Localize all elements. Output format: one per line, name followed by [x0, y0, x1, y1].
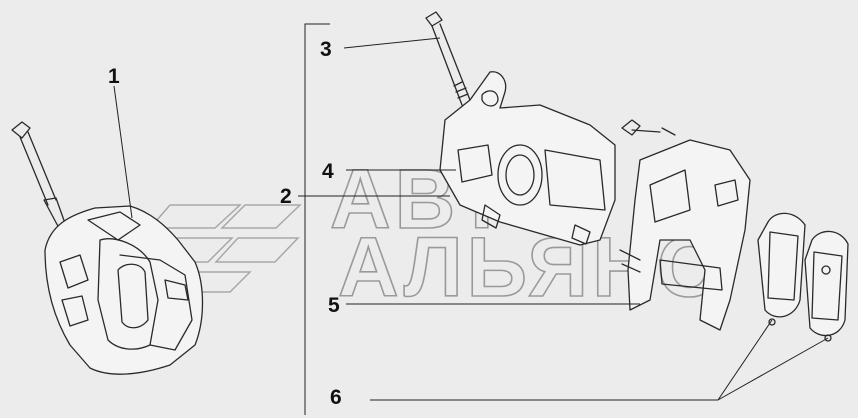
callout-3: 3 — [320, 38, 332, 61]
bleed-screw-part-3 — [425, 11, 471, 106]
callout-4: 4 — [322, 160, 334, 183]
callout-1: 1 — [108, 65, 120, 88]
caliper-carrier-part-5 — [619, 119, 751, 331]
leader-6 — [370, 319, 829, 401]
caliper-housing-part-4 — [439, 71, 616, 246]
leader-lines — [113, 37, 829, 401]
callout-2: 2 — [280, 185, 292, 208]
leader-1 — [113, 85, 133, 219]
leader-3 — [343, 37, 441, 49]
callouts: 1 2 3 4 5 6 — [108, 38, 342, 409]
brake-pads-part-6 — [757, 212, 849, 342]
callout-6: 6 — [330, 386, 342, 409]
exploded-view-bracket — [304, 23, 330, 415]
callout-5: 5 — [328, 294, 340, 317]
assembled-caliper — [11, 121, 204, 375]
